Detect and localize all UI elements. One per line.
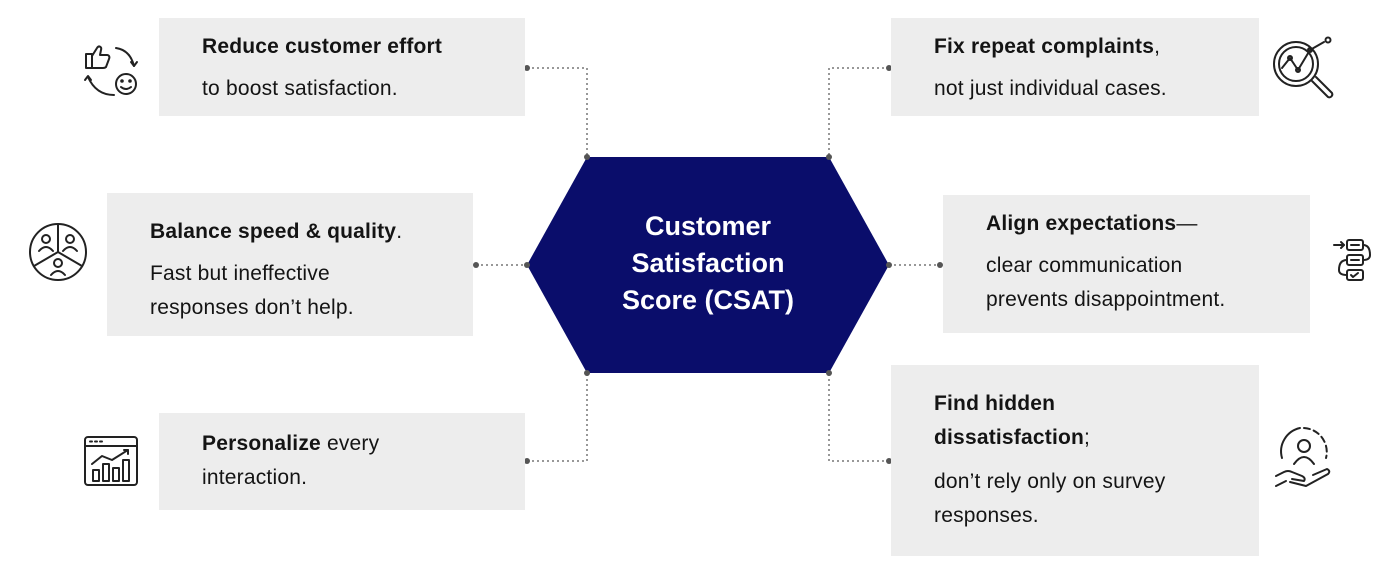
- card-title-line2: dissatisfaction: [934, 426, 1085, 449]
- csat-title: Customer Satisfaction Score (CSAT): [560, 208, 856, 319]
- hand-user-cycle-icon: [1272, 424, 1336, 492]
- card-title: Personalize: [202, 432, 321, 455]
- card-balance-speed: Balance speed & quality. Fast but ineffe…: [107, 193, 473, 336]
- left-connectors: [476, 67, 940, 462]
- card-body: to boost satisfaction.: [202, 77, 398, 100]
- card-body: not just individual cases.: [934, 77, 1167, 100]
- card-body-line2: responses don’t help.: [150, 296, 354, 319]
- card-personalize: Personalize every interaction.: [159, 413, 525, 510]
- card-body: interaction.: [202, 466, 308, 489]
- card-body-line1: Fast but ineffective: [150, 262, 330, 285]
- card-title-suffix: .: [396, 220, 403, 243]
- team-pie-icon: [27, 221, 89, 283]
- card-align-expect: Align expectations— clear communication …: [943, 195, 1310, 333]
- card-body-line1: clear communication: [986, 254, 1183, 277]
- card-title: Align expectations: [986, 212, 1177, 235]
- card-title-suffix: ,: [1154, 35, 1161, 58]
- csat-title-line1: Customer: [644, 211, 772, 241]
- card-title: Find hidden: [934, 392, 1056, 415]
- card-body-line2: prevents disappointment.: [986, 288, 1226, 311]
- card-title: Balance speed & quality: [150, 220, 397, 243]
- checklist-flow-icon: [1332, 238, 1372, 290]
- card-body-line1: don’t rely only on survey: [934, 470, 1166, 493]
- csat-hexagon: [527, 157, 889, 373]
- analytics-dashboard-icon: [82, 434, 140, 488]
- card-title-suffix: —: [1176, 212, 1198, 235]
- csat-title-line3: Score (CSAT): [621, 285, 795, 315]
- card-fix-repeat: Fix repeat complaints, not just individu…: [891, 18, 1259, 116]
- card-title: Fix repeat complaints: [934, 35, 1155, 58]
- thumbs-up-smile-cycle-icon: [80, 40, 142, 102]
- csat-title-line2: Satisfaction: [631, 248, 785, 278]
- card-reduce-effort: Reduce customer effort to boost satisfac…: [159, 18, 525, 116]
- card-title-suffix: ;: [1084, 426, 1091, 449]
- card-title-suffix: every: [320, 432, 380, 455]
- card-title: Reduce customer effort: [202, 35, 443, 58]
- connector-dots: [473, 65, 943, 464]
- magnifier-trend-icon: [1270, 36, 1338, 102]
- card-body-line2: responses.: [934, 504, 1039, 527]
- card-hidden-dissat: Find hidden dissatisfaction; don’t rely …: [891, 365, 1259, 556]
